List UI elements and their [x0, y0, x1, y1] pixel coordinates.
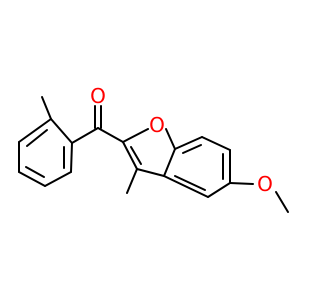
bond-aryl-methyl: [41, 96, 52, 120]
bond-furan-c2-o: [122, 128, 149, 143]
bond-furan-methyl: [126, 168, 138, 194]
bond-lines: [18, 96, 289, 213]
furan-oxygen-label: O: [149, 113, 165, 137]
bond-aryl-carbonyl: [71, 127, 99, 144]
carbonyl-oxygen-label: O: [90, 84, 106, 108]
bond-ring-a-1: [50, 118, 73, 144]
bond-furan-c2-c3: [122, 141, 138, 170]
molecule-diagram: O O O: [18, 84, 289, 213]
bond-furan-c3-c3a: [136, 168, 165, 177]
bond-furan-o-c7a: [165, 128, 176, 150]
bond-ring-a-inner-3: [26, 129, 48, 147]
bond-methoxy-ch3: [275, 191, 289, 213]
bond-carbonyl-furan: [97, 127, 124, 143]
methoxy-oxygen-label: O: [257, 172, 273, 196]
bond-ring-a-2: [70, 142, 73, 173]
bond-ring-b-1: [163, 148, 176, 177]
bond-ring-b-inner-1: [182, 144, 202, 154]
bond-ring-b-inner-3: [174, 175, 206, 191]
bond-ring-b-3: [201, 136, 231, 151]
bond-ring-a-3: [44, 171, 72, 187]
bond-ring-a-4: [18, 171, 46, 187]
bond-ring-a-6: [18, 118, 52, 143]
bond-methoxy-o: [229, 182, 254, 185]
bond-ring-a-inner-2: [25, 166, 45, 178]
bond-furan-c2-c3-inner: [130, 146, 142, 165]
bond-ring-b-2: [174, 136, 203, 150]
bond-ring-b-6: [163, 175, 209, 198]
bond-ring-b-5: [207, 182, 231, 198]
